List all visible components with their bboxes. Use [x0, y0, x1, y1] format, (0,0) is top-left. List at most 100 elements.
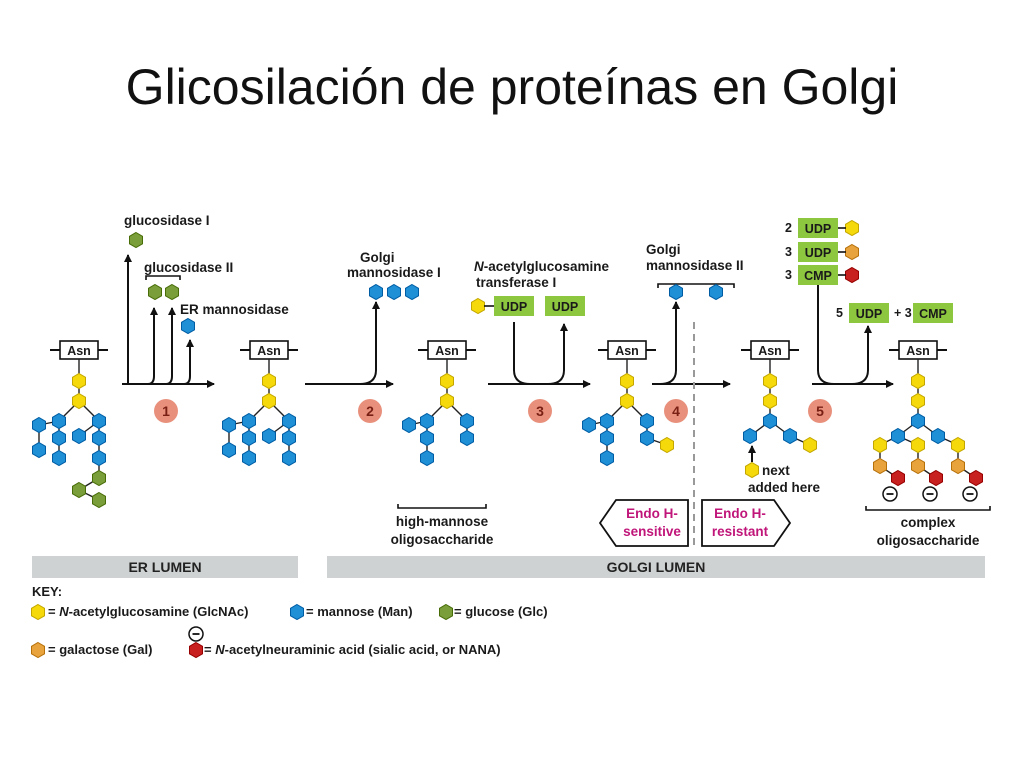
- svg-text:resistant: resistant: [712, 524, 769, 539]
- mannose-sugar-icon: [640, 412, 654, 430]
- mannose-sugar-icon: [242, 412, 256, 430]
- label-glucosidase-2: glucosidase II: [144, 260, 233, 275]
- key-glucose: = glucose (Glc): [454, 604, 548, 619]
- arrow-udp-out: [547, 323, 568, 385]
- glcnac-sugar-icon: [72, 372, 86, 390]
- galactose-sugar-icon: [31, 641, 45, 659]
- key-mannose: = mannose (Man): [306, 604, 413, 619]
- glycan-bonds: [38, 359, 977, 501]
- nana-sugar-icon: [969, 469, 983, 487]
- svg-text:+ 3: + 3: [894, 306, 912, 320]
- glycan-sugars: [31, 219, 983, 659]
- glcnac-sugar-icon: [745, 461, 759, 479]
- mannose-sugar-icon: [405, 283, 419, 301]
- nucleotide-boxes: UDP UDP 2 UDP 3 UDP 3 CMP 5 UDP + 3 CMP: [484, 218, 953, 323]
- svg-text:3: 3: [785, 245, 792, 259]
- mannose-sugar-icon: [420, 449, 434, 467]
- er-lumen-label: ER LUMEN: [128, 559, 201, 575]
- glucose-sugar-icon: [92, 469, 106, 487]
- svg-text:UDP: UDP: [552, 300, 578, 314]
- glcnac-sugar-icon: [262, 372, 276, 390]
- label-golgi-mannosidase-1-l2: mannosidase I: [347, 265, 441, 280]
- asn-box-4: Asn: [598, 340, 656, 360]
- label-golgi-mannosidase-1-l1: Golgi: [360, 250, 395, 265]
- mannose-sugar-icon: [582, 416, 596, 434]
- galactose-sugar-icon: [873, 457, 887, 475]
- mannose-sugar-icon: [460, 412, 474, 430]
- mannose-sugar-icon: [600, 429, 614, 447]
- mannose-sugar-icon: [32, 441, 46, 459]
- glcnac-sugar-icon: [620, 372, 634, 390]
- bracket-high-mannose: [397, 504, 487, 509]
- step-circle-1: [154, 399, 178, 423]
- label-complex-l1: complex: [901, 515, 956, 530]
- nana-sugar-icon: [189, 641, 203, 659]
- svg-text:Asn: Asn: [906, 344, 930, 358]
- label-er-mannosidase: ER mannosidase: [180, 302, 289, 317]
- mannose-sugar-icon: [92, 449, 106, 467]
- mannose-sugar-icon: [282, 429, 296, 447]
- arrow-golgi-mannosidase-1: [359, 301, 380, 385]
- glcnac-sugar-icon: [911, 372, 925, 390]
- enzyme-labels: glucosidase I glucosidase II ER mannosid…: [124, 213, 744, 317]
- nana-sugar-icon: [845, 266, 859, 284]
- key-legend: KEY: = N-acetylglucosamine (GlcNAc) = ma…: [32, 584, 548, 657]
- label-complex-l2: oligosaccharide: [877, 533, 980, 548]
- mannose-sugar-icon: [600, 412, 614, 430]
- mannose-sugar-icon: [242, 429, 256, 447]
- svg-text:3: 3: [785, 268, 792, 282]
- mannose-sugar-icon: [222, 416, 236, 434]
- bracket-complex: [865, 506, 991, 511]
- label-golgi-mannosidase-2-l1: Golgi: [646, 242, 681, 257]
- svg-text:Endo H-: Endo H-: [714, 506, 766, 521]
- endo-h-resistant-arrow: Endo H- resistant: [701, 499, 792, 547]
- svg-text:Asn: Asn: [257, 344, 281, 358]
- mannose-sugar-icon: [290, 603, 304, 621]
- golgi-lumen-label: GOLGI LUMEN: [607, 559, 706, 575]
- asn-box-3: Asn: [418, 340, 476, 360]
- udp-box-step3a: [494, 296, 534, 316]
- mannose-sugar-icon: [911, 412, 925, 430]
- mannose-sugar-icon: [640, 429, 654, 447]
- asn-box-5: Asn: [741, 340, 799, 360]
- glcnac-sugar-icon: [440, 392, 454, 410]
- glcnac-sugar-icon: [620, 392, 634, 410]
- label-glucosidase-1: glucosidase I: [124, 213, 210, 228]
- mannose-sugar-icon: [891, 427, 905, 445]
- bracket-golgi-mannosidase-2: [657, 283, 735, 288]
- glucose-sugar-icon: [92, 491, 106, 509]
- mannose-sugar-icon: [402, 416, 416, 434]
- glcnac-sugar-icon: [660, 436, 674, 454]
- svg-text:Endo H-: Endo H-: [626, 506, 678, 521]
- mannose-sugar-icon: [72, 427, 86, 445]
- mannose-sugar-icon: [262, 427, 276, 445]
- step-circle-3: [528, 399, 552, 423]
- endo-h-sensitive-arrow: Endo H- sensitive: [598, 499, 689, 547]
- mannose-sugar-icon: [709, 283, 723, 301]
- svg-text:5: 5: [816, 403, 824, 419]
- key-nana: = N-acetylneuraminic acid (sialic acid, …: [204, 642, 501, 657]
- label-next-added-l1: next: [762, 463, 790, 478]
- svg-text:4: 4: [672, 403, 680, 419]
- mannose-sugar-icon: [242, 449, 256, 467]
- galactose-sugar-icon: [845, 243, 859, 261]
- mannose-sugar-icon: [369, 283, 383, 301]
- svg-text:2: 2: [366, 403, 374, 419]
- glcnac-sugar-icon: [763, 372, 777, 390]
- svg-text:Asn: Asn: [758, 344, 782, 358]
- label-glcnac-transferase-l1: N-acetylglucosamine: [474, 259, 610, 274]
- mannose-sugar-icon: [420, 412, 434, 430]
- arrow-glucosidase-2a: [147, 307, 158, 385]
- svg-text:UDP: UDP: [501, 300, 527, 314]
- glcnac-sugar-icon: [31, 603, 45, 621]
- mannose-sugar-icon: [460, 429, 474, 447]
- svg-text:sensitive: sensitive: [623, 524, 681, 539]
- nana-sugar-icon: [891, 469, 905, 487]
- mannose-sugar-icon: [181, 317, 195, 335]
- step-circles: 1 2 3 4 5: [154, 399, 832, 423]
- asn-box-6: Asn: [889, 340, 947, 360]
- mannose-sugar-icon: [420, 429, 434, 447]
- udp-box-gal-step5: [798, 218, 838, 238]
- svg-text:Asn: Asn: [435, 344, 459, 358]
- page-title: Glicosilación de proteínas en Golgi: [125, 59, 899, 115]
